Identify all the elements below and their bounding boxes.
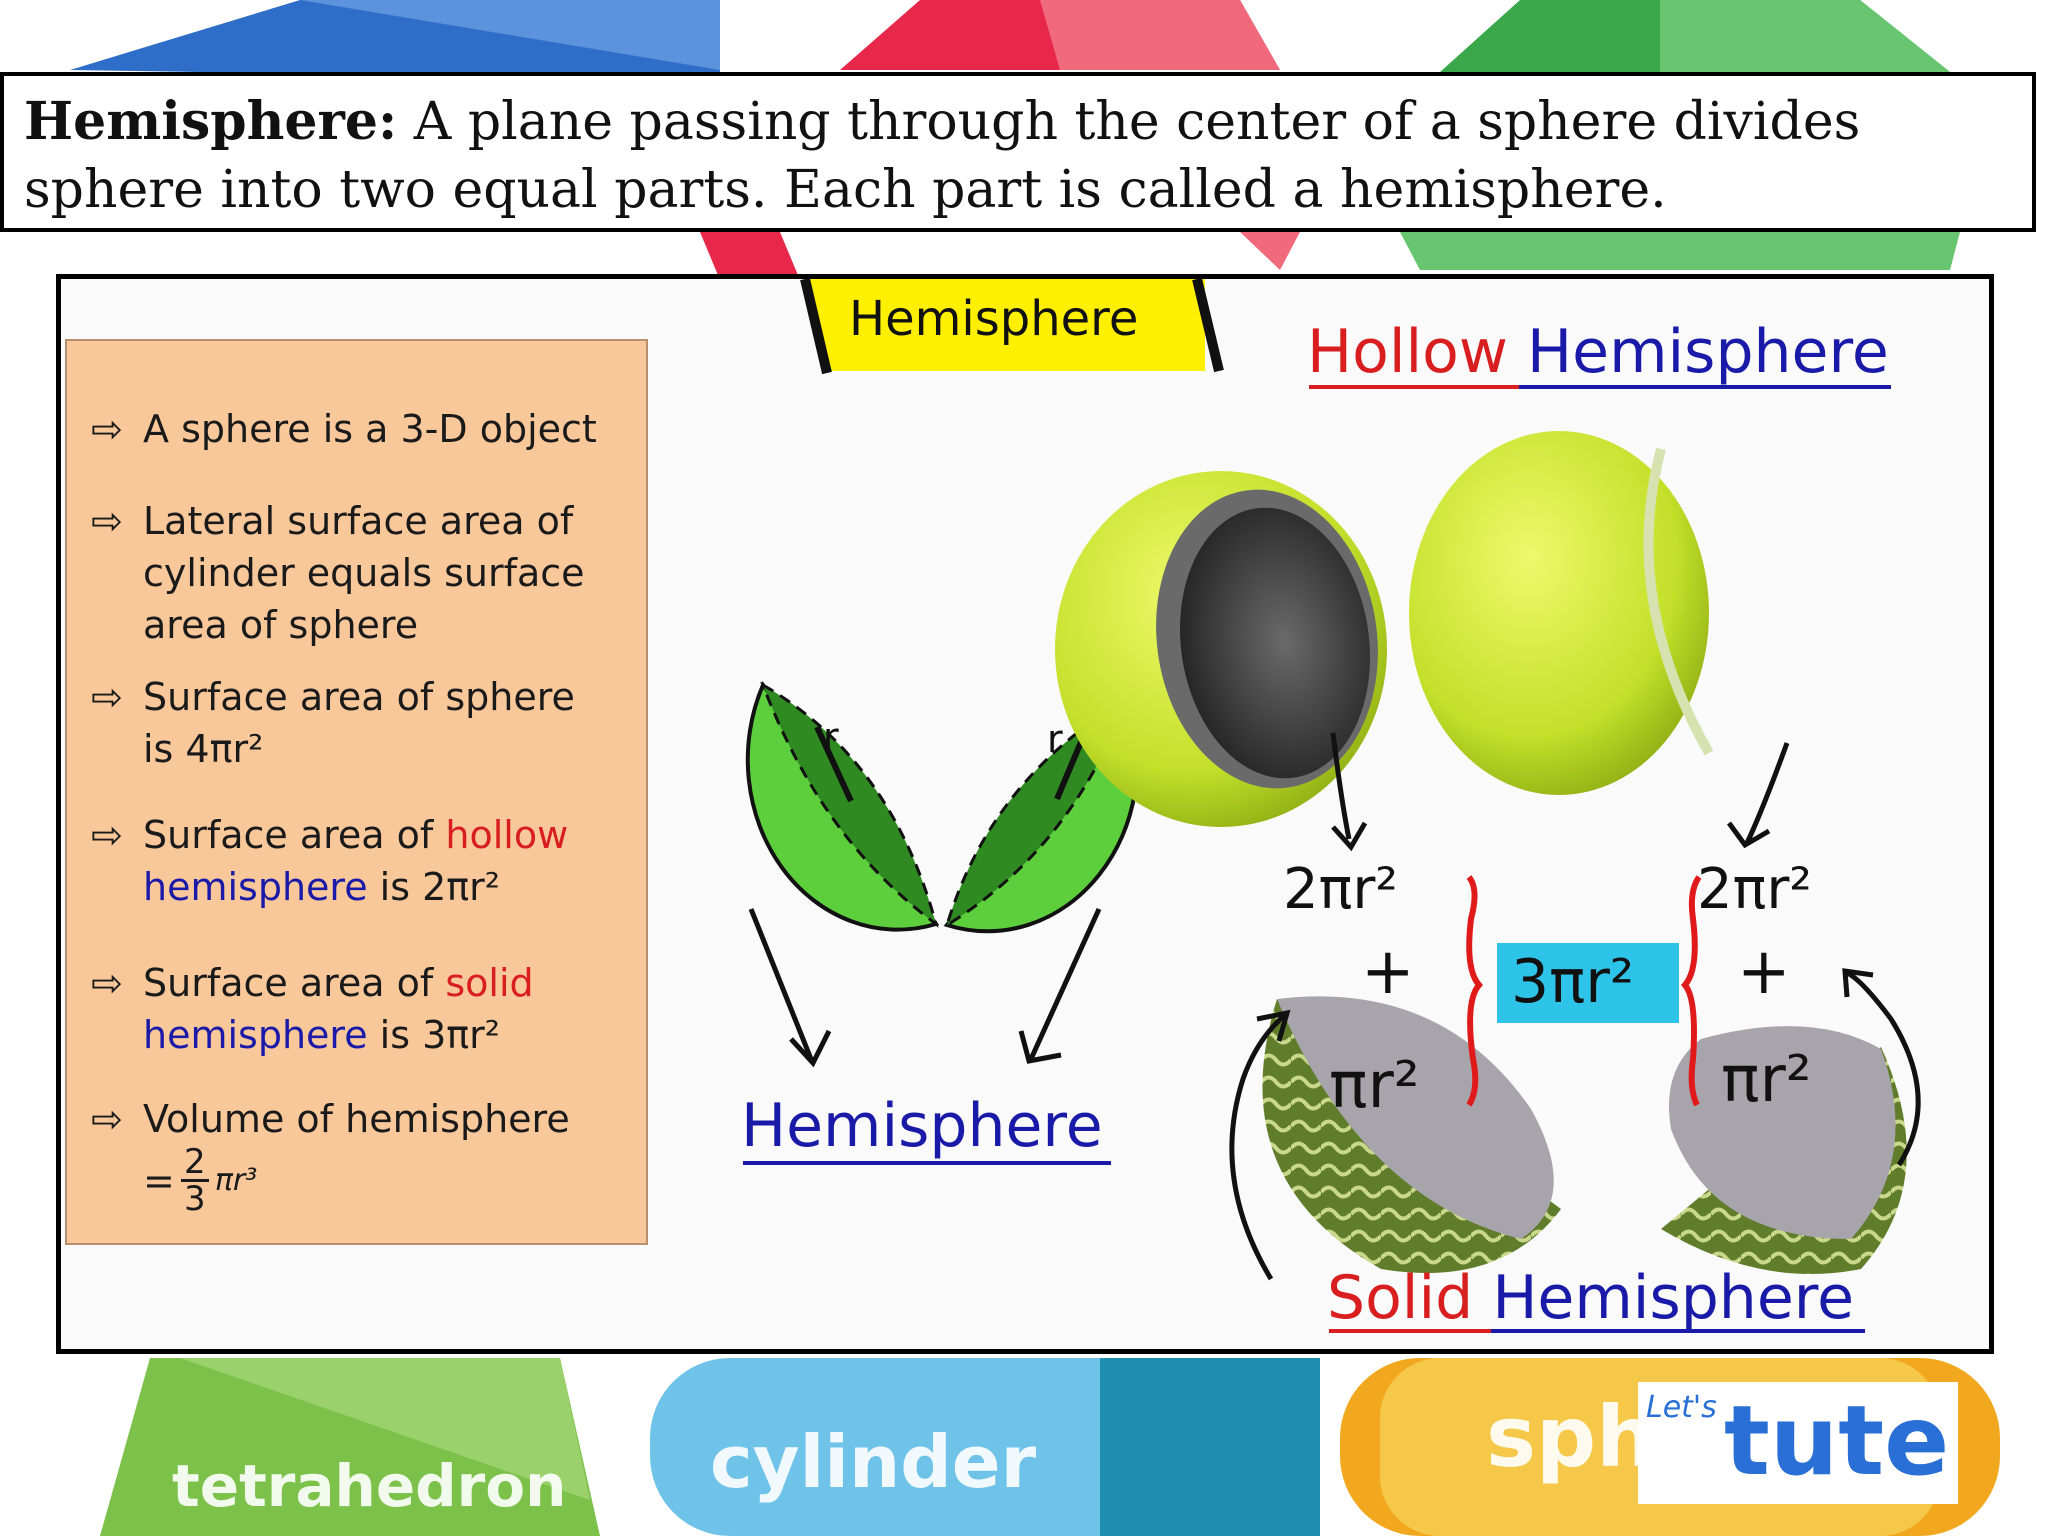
arrow-icon: ⇨ (91, 675, 123, 719)
bg-word-sphere: sph (1486, 1388, 1656, 1486)
definition-box: Hemisphere: A plane passing through the … (0, 72, 2036, 232)
tag-shape (805, 279, 1205, 371)
logo-big-text: tute (1724, 1385, 1950, 1497)
formula-plus-left: + (1361, 935, 1415, 1009)
fact-item: ⇨Volume of hemisphere = 2 3 πr³ (91, 1093, 570, 1216)
hollow-ball-right (1409, 431, 1714, 795)
solid-hemisphere-left (1262, 996, 1561, 1273)
definition-text: A plane passing through the center of a … (24, 92, 1861, 220)
tag-label: Hemisphere (849, 291, 1139, 347)
radius-label-right: r (1047, 717, 1063, 761)
hemisphere-diagram (743, 279, 1921, 1333)
facts-box: ⇨A sphere is a 3-D object ⇨Lateral surfa… (65, 339, 648, 1245)
hollow-ball-left (1055, 471, 1387, 827)
arrow-icon: ⇨ (91, 813, 123, 857)
letstute-logo: Let's tute (1638, 1382, 1958, 1504)
solid-hemisphere-right (1661, 1026, 1907, 1274)
green-hemisphere-left (745, 680, 940, 932)
arrow-icon: ⇨ (91, 499, 123, 543)
fact-item: ⇨A sphere is a 3-D object (91, 403, 597, 455)
formula-center-box (1497, 943, 1679, 1023)
formula-right-bottom: πr² (1721, 1043, 1812, 1117)
formula-center: 3πr² (1511, 947, 1635, 1017)
hemisphere-label: Hemisphere (741, 1091, 1103, 1161)
bg-word-cylinder: cylinder (710, 1420, 1037, 1504)
arrow-icon: ⇨ (91, 961, 123, 1005)
definition-term: Hemisphere: (24, 91, 398, 152)
formula-right-top: 2πr² (1697, 857, 1812, 922)
arrow-icon: ⇨ (91, 1097, 123, 1141)
solid-hemisphere-title: Solid Hemisphere (1327, 1263, 1855, 1333)
arrow-icon: ⇨ (91, 407, 123, 451)
formula-left-top: 2πr² (1283, 857, 1398, 922)
hemisphere-panel: ⇨A sphere is a 3-D object ⇨Lateral surfa… (56, 274, 1994, 1354)
formula-plus-right: + (1737, 935, 1791, 1009)
radius-label-left: r (823, 715, 839, 759)
logo-small-text: Let's (1646, 1390, 1717, 1425)
hollow-hemisphere-title: Hollow Hemisphere (1307, 317, 1889, 387)
bg-word-tetrahedron: tetrahedron (172, 1452, 567, 1520)
formula-left-bottom: πr² (1329, 1049, 1420, 1123)
